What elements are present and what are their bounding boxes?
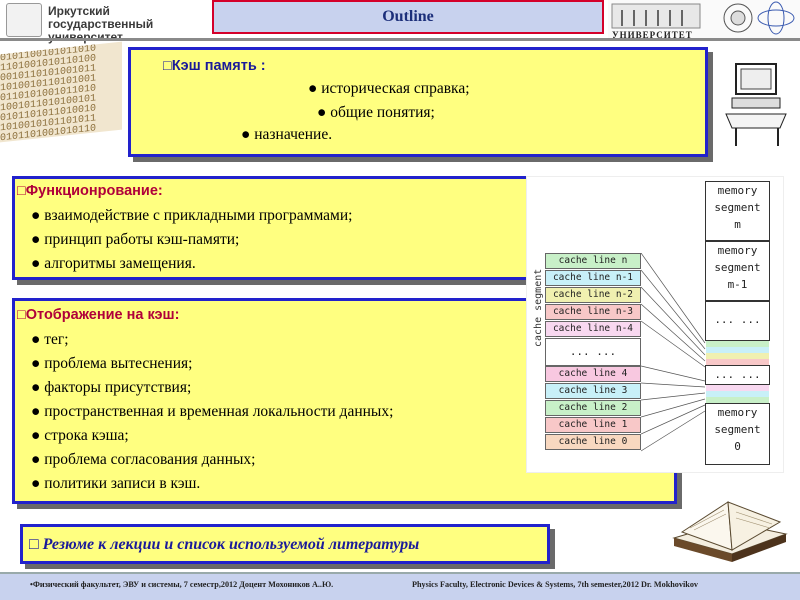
memory-segment-block: memory segment m-1 bbox=[705, 241, 770, 301]
memory-segment-gap: ... ... bbox=[705, 365, 770, 385]
cache-color-stripe bbox=[706, 359, 769, 365]
cache-color-stripe bbox=[706, 347, 769, 353]
slide-title: Outline bbox=[382, 8, 434, 25]
memory-segment-text: segment bbox=[714, 261, 761, 274]
outline-item: ● проблема согласования данных; bbox=[31, 451, 256, 468]
mapping-lines bbox=[641, 253, 706, 452]
memory-segment-text: memory bbox=[717, 184, 758, 197]
cache-line-row: cache line n-2 bbox=[545, 287, 641, 303]
computer-illustration-icon bbox=[725, 63, 787, 146]
binary-data-image: 0101100101011010 1101001010110100 001011… bbox=[0, 41, 122, 143]
cache-line-row: cache line n-3 bbox=[545, 304, 641, 320]
header-left-logo-area: Иркутский государственный университет bbox=[0, 0, 210, 44]
cache-line-row: cache line 3 bbox=[545, 383, 641, 399]
university-name-line1: Иркутский bbox=[48, 4, 110, 18]
outline-item: ● взаимодействие с прикладными программа… bbox=[31, 207, 353, 224]
memory-segment-text: m-1 bbox=[727, 278, 748, 291]
cache-memory-section: □Кэш память : ● историческая справка; ● … bbox=[128, 47, 708, 157]
summary-box: □ Резюме к лекции и список используемой … bbox=[20, 524, 550, 564]
footer-english-text: Physics Faculty, Electronic Devices & Sy… bbox=[412, 580, 699, 589]
right-logo-caption: УНИВЕРСИТЕТ bbox=[612, 30, 693, 40]
memory-segment-text: m bbox=[734, 218, 741, 231]
cache-color-stripe bbox=[706, 341, 769, 347]
cache-color-stripe bbox=[706, 391, 769, 397]
cache-line-row: cache line n bbox=[545, 253, 641, 269]
memory-segment-text: segment bbox=[714, 201, 761, 214]
memory-segment-text: memory bbox=[717, 406, 758, 419]
cache-color-stripe bbox=[706, 353, 769, 359]
checkbox-bullet-icon: □ bbox=[17, 183, 26, 199]
outline-item: ● историческая справка; bbox=[308, 80, 470, 97]
open-book-icon bbox=[672, 501, 788, 562]
checkbox-bullet-icon: □ bbox=[163, 58, 172, 74]
slide-title-box: Outline bbox=[212, 0, 604, 34]
outline-item: ● принцип работы кэш-памяти; bbox=[31, 231, 240, 248]
outline-item: ● алгоритмы замещения. bbox=[31, 255, 196, 272]
cache-mapping-diagram: cache segment cache line n cache line n-… bbox=[526, 176, 784, 473]
cache-color-stripe bbox=[706, 397, 769, 403]
cache-line-row: cache line 0 bbox=[545, 434, 641, 450]
checkbox-bullet-icon: □ bbox=[17, 307, 26, 323]
memory-segment-text: memory bbox=[717, 244, 758, 257]
memory-segment-gap: ... ... bbox=[705, 301, 770, 341]
cache-line-row: cache line 1 bbox=[545, 417, 641, 433]
header-right-logo-area bbox=[608, 0, 800, 40]
outline-item: ● тег; bbox=[31, 331, 69, 348]
cache-segment-label: cache segment bbox=[533, 268, 544, 347]
checkbox-bullet-icon: □ bbox=[29, 536, 43, 553]
outline-item: ● факторы присутствия; bbox=[31, 379, 192, 396]
footer-russian-text: •Физический факультет, ЭВУ и системы, 7 … bbox=[30, 580, 334, 589]
outline-item: ● строка кэша; bbox=[31, 427, 129, 444]
cache-color-stripe bbox=[706, 385, 769, 391]
university-crest-icon bbox=[6, 3, 42, 37]
memory-segment-text: segment bbox=[714, 423, 761, 436]
cache-line-row: cache line 2 bbox=[545, 400, 641, 416]
section-heading: Отображение на кэш: bbox=[25, 307, 180, 323]
outline-item: ● общие понятия; bbox=[317, 104, 435, 121]
memory-segment-text: 0 bbox=[734, 440, 741, 453]
footer-bar: •Физический факультет, ЭВУ и системы, 7 … bbox=[0, 572, 800, 600]
cache-line-row: cache line n-1 bbox=[545, 270, 641, 286]
outline-item: ● назначение. bbox=[241, 126, 333, 143]
summary-text: Резюме к лекции и список используемой ли… bbox=[42, 536, 420, 553]
section-heading: Функционрование: bbox=[25, 183, 163, 199]
cache-line-gap: ... ... bbox=[545, 338, 641, 366]
header-divider bbox=[0, 38, 800, 41]
memory-segment-block: memory segment 0 bbox=[705, 403, 770, 465]
university-building-icon bbox=[611, 1, 795, 35]
cache-line-row: cache line 4 bbox=[545, 366, 641, 382]
outline-item: ● политики записи в кэш. bbox=[31, 475, 201, 492]
memory-segment-block: memory segment m bbox=[705, 181, 770, 241]
outline-item: ● пространственная и временная локальнос… bbox=[31, 403, 394, 420]
outline-item: ● проблема вытеснения; bbox=[31, 355, 193, 372]
section-heading: Кэш память : bbox=[171, 58, 266, 74]
cache-line-row: cache line n-4 bbox=[545, 321, 641, 337]
